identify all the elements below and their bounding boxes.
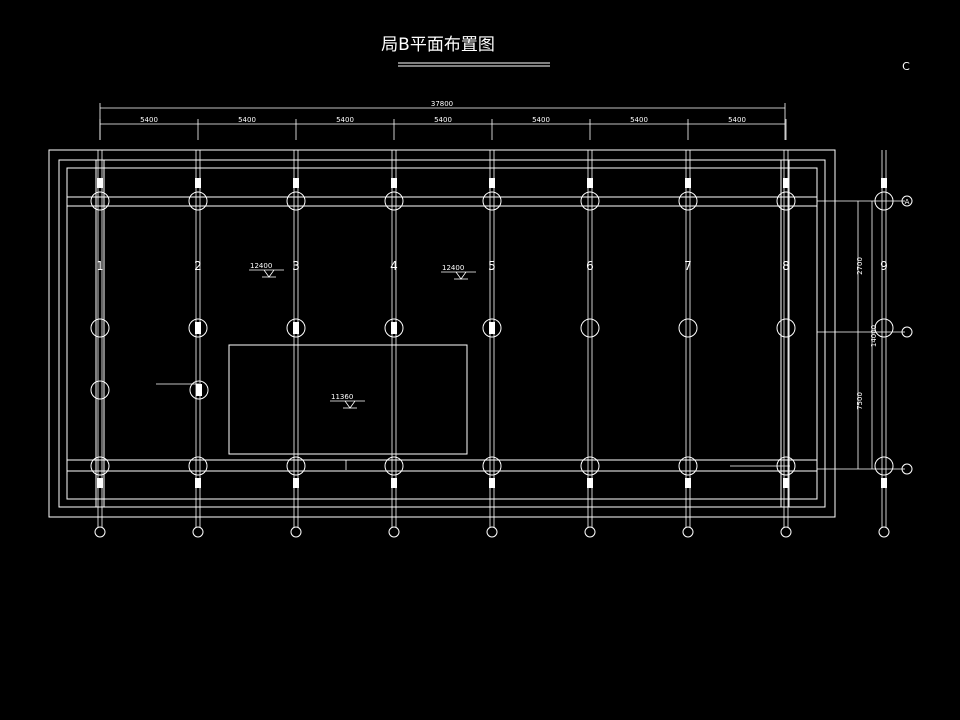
column-axis-6: 6: [580, 150, 600, 538]
column-marker: [188, 318, 208, 338]
column-marker: [286, 191, 306, 211]
column-marker: [384, 456, 404, 476]
column-marker: [776, 318, 796, 338]
right-dim-2: 14000: [870, 325, 878, 347]
elevation-mark-1: 12400: [249, 262, 284, 278]
column-axis-9: 9: [874, 150, 894, 538]
column-axis-bubble: [290, 526, 302, 538]
right-dimensions: 2700 14000 7500: [730, 200, 905, 470]
column-marker: [482, 318, 502, 338]
column-label: 4: [390, 259, 398, 273]
column-axis-bubble: [584, 526, 596, 538]
column-axis-1: 1: [90, 150, 110, 538]
extra-column: [90, 380, 209, 400]
bay-dimension-text: 5400: [238, 116, 256, 124]
column-axis-bubble: [682, 526, 694, 538]
column-marker: [188, 191, 208, 211]
column-marker: [678, 191, 698, 211]
column-marker: [580, 191, 600, 211]
column-marker: [384, 191, 404, 211]
beam-lines: [67, 160, 817, 507]
column-marker: [90, 318, 110, 338]
column-axis-bubble: [780, 526, 792, 538]
column-marker: [188, 456, 208, 476]
elevation-text: 11360: [331, 393, 353, 401]
column-axis-4: 4: [384, 150, 404, 538]
column-label: 5: [488, 259, 496, 273]
bay-dimension-text: 5400: [434, 116, 452, 124]
column-axis-7: 7: [678, 150, 698, 538]
bay-dimension-text: 5400: [532, 116, 550, 124]
column-marker: [678, 456, 698, 476]
column-marker: [384, 318, 404, 338]
drawing-title: 局B平面布置图: [381, 35, 495, 55]
column-axis-bubble: [192, 526, 204, 538]
elevation-mark-2: 12400: [441, 264, 476, 280]
column-axis-8: 8: [776, 150, 796, 538]
column-label: 8: [782, 259, 790, 273]
row-label-a: A: [905, 198, 910, 206]
bay-dimension-text: 5400: [728, 116, 746, 124]
column-marker: [482, 191, 502, 211]
column-axis-2: 2: [188, 150, 208, 538]
column-grid: 1 2 3 4 5 6 7 8 9: [90, 150, 894, 538]
bay-dimension-text: 5400: [630, 116, 648, 124]
column-axis-bubble: [878, 526, 890, 538]
elevation-mark-3: 11360: [330, 393, 365, 409]
column-axis-5: 5: [482, 150, 502, 538]
column-marker: [776, 191, 796, 211]
corner-mark: C: [902, 60, 910, 73]
column-label: 9: [880, 259, 888, 273]
column-axis-bubble: [94, 526, 106, 538]
right-dim-1: 2700: [856, 257, 864, 275]
elevation-text: 12400: [250, 262, 272, 270]
column-marker: [678, 318, 698, 338]
column-marker: [90, 456, 110, 476]
column-marker: [580, 456, 600, 476]
column-marker: [874, 318, 894, 338]
column-marker: [90, 191, 110, 211]
bay-dimensions: 5400 5400 5400 5400 5400 5400 5400: [99, 116, 787, 140]
column-label: 7: [684, 259, 692, 273]
elevation-text: 12400: [442, 264, 464, 272]
column-label: 2: [194, 259, 202, 273]
column-axis-bubble: [486, 526, 498, 538]
overall-dimension-text: 37800: [431, 100, 453, 108]
right-dim-3: 7500: [856, 392, 864, 410]
column-marker: [286, 456, 306, 476]
column-label: 1: [96, 259, 104, 273]
inner-platform: [228, 344, 468, 455]
column-label: 6: [586, 259, 594, 273]
row-axis-bubbles: A: [901, 195, 913, 475]
column-marker: [482, 456, 502, 476]
bay-dimension-text: 5400: [336, 116, 354, 124]
bay-dimension-text: 5400: [140, 116, 158, 124]
column-marker: [580, 318, 600, 338]
column-label: 3: [292, 259, 300, 273]
column-axis-3: 3: [286, 150, 306, 538]
column-marker: [874, 456, 894, 476]
column-marker: [286, 318, 306, 338]
outer-frame: [48, 149, 836, 518]
column-axis-bubble: [388, 526, 400, 538]
